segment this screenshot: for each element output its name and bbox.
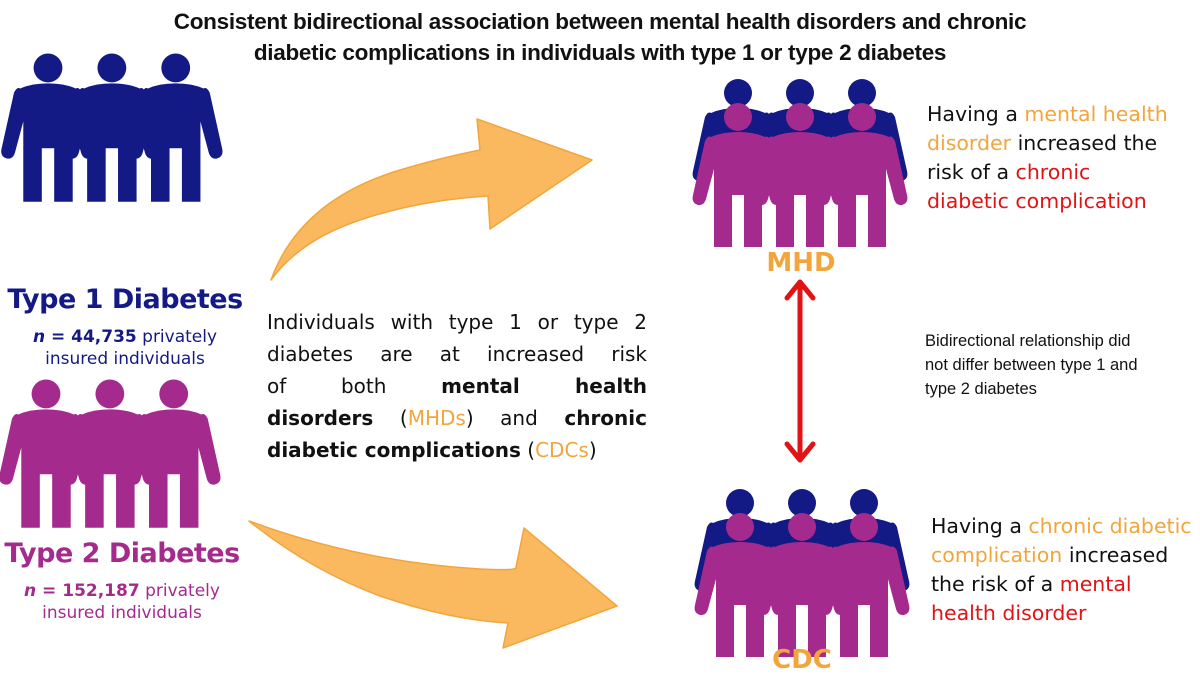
bidirectional-note: Bidirectional relationship did not diffe… xyxy=(925,329,1200,401)
exposure-text: disorder xyxy=(927,131,1012,155)
bidirectional-arrow-icon xyxy=(784,279,816,463)
finding-text: increased xyxy=(1062,543,1169,567)
outcome-text: health disorder xyxy=(931,601,1087,625)
equals: = xyxy=(36,581,63,601)
center-line-3: of both mental health xyxy=(267,370,647,402)
chronic-bold: chronic xyxy=(564,406,647,430)
paren-close: ) xyxy=(588,438,597,462)
center-explanation: Individuals with type 1 or type 2 diabet… xyxy=(267,306,647,466)
exposure-text: mental health xyxy=(1024,102,1168,126)
type2-sub-line2: insured individuals xyxy=(42,603,202,623)
cdcs-abbr: CDCs xyxy=(535,438,589,462)
mhds-abbr: MHDs xyxy=(407,406,466,430)
paren-open: ( xyxy=(399,406,408,430)
type1-label: Type 1 Diabetes xyxy=(7,284,243,315)
outcome-text: chronic xyxy=(1015,160,1091,184)
finding-text: increased the xyxy=(1011,131,1158,155)
note-line-1: Bidirectional relationship did xyxy=(925,332,1131,350)
type2-sample-size: n = 152,187 privately insured individual… xyxy=(0,580,247,624)
note-line-3: type 2 diabetes xyxy=(925,380,1037,398)
mental-health-bold: mental health xyxy=(441,374,647,398)
n-symbol: n xyxy=(24,581,37,601)
privately-text: privately xyxy=(136,327,218,347)
center-line-2: diabetes are at increased risk xyxy=(267,342,647,366)
center-line-4: disorders (MHDs) and chronic xyxy=(267,402,647,434)
exposure-text: chronic diabetic xyxy=(1028,514,1192,538)
title-line-1: Consistent bidirectional association bet… xyxy=(173,9,1027,34)
curved-arrow-up-icon xyxy=(270,118,593,281)
disorders-bold: disorders xyxy=(267,406,374,430)
outcome-text: mental xyxy=(1059,572,1132,596)
cdc-finding: Having a chronic diabetic complication i… xyxy=(931,512,1200,628)
type1-n-value: 44,735 xyxy=(71,327,137,347)
mhd-label: MHD xyxy=(766,248,836,278)
exposure-text: complication xyxy=(931,543,1063,567)
title-line-2: diabetic complications in individuals wi… xyxy=(253,40,947,65)
center-line-1: Individuals with type 1 or type 2 xyxy=(267,310,647,334)
n-symbol: n xyxy=(32,327,46,347)
paren-open: ( xyxy=(520,438,536,462)
note-line-2: not differ between type 1 and xyxy=(925,356,1138,374)
outcome-text: diabetic complication xyxy=(927,189,1147,213)
finding-text: risk of a xyxy=(927,160,1016,184)
center-line-5: diabetic complications (CDCs) xyxy=(267,434,647,466)
paren-and: ) and xyxy=(465,406,538,430)
text-of-both: of both xyxy=(267,374,387,398)
curved-arrow-down-icon xyxy=(248,520,618,649)
mhd-finding: Having a mental health disorder increase… xyxy=(927,100,1197,216)
finding-text: Having a xyxy=(931,514,1029,538)
type1-sample-size: n = 44,735 privately insured individuals xyxy=(0,326,250,370)
finding-text: the risk of a xyxy=(931,572,1060,596)
equals: = xyxy=(45,327,72,347)
cdc-people-icon xyxy=(694,489,910,657)
page-title: Consistent bidirectional association bet… xyxy=(0,6,1200,68)
type2-n-value: 152,187 xyxy=(62,581,140,601)
diabetic-complications-bold: diabetic complications xyxy=(267,438,521,462)
finding-text: Having a xyxy=(927,102,1025,126)
type1-sub-line2: insured individuals xyxy=(45,349,205,369)
privately-text: privately xyxy=(139,581,220,601)
cdc-label: CDC xyxy=(772,645,832,675)
type2-label: Type 2 Diabetes xyxy=(4,538,240,569)
